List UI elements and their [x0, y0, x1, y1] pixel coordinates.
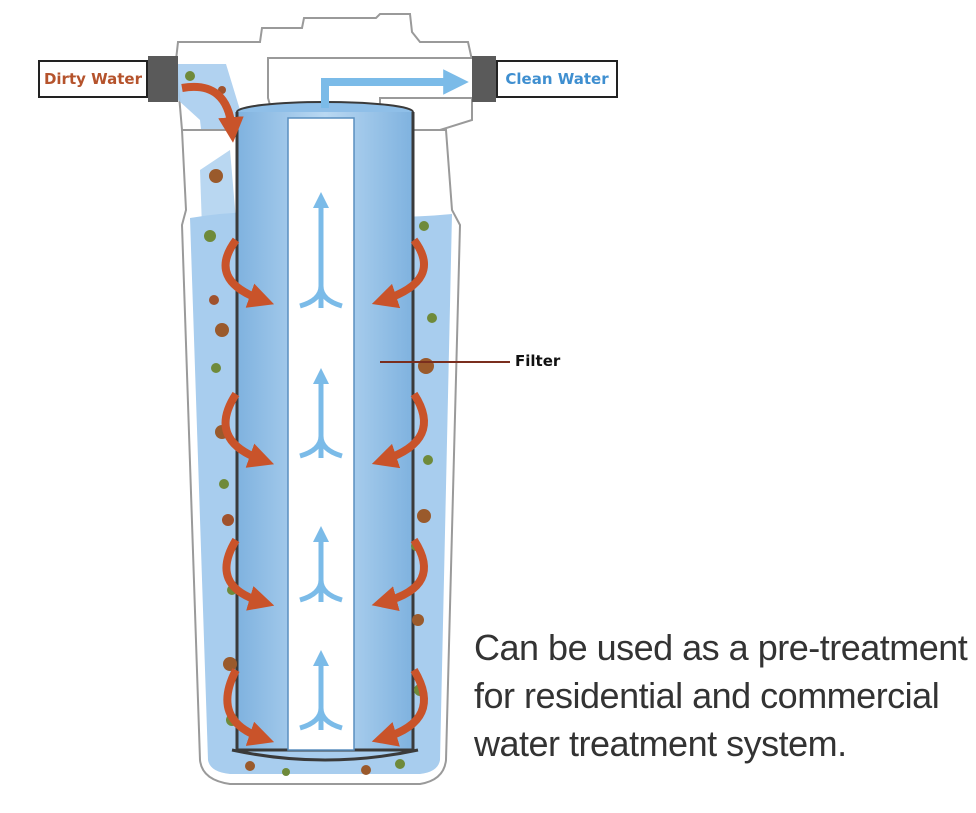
filter-head [174, 13, 475, 131]
dirty-water-text: Dirty Water [43, 70, 143, 88]
inlet-flow-arrow [181, 82, 244, 143]
outlet-flow-arrow [321, 69, 469, 108]
filter-cartridge [231, 101, 419, 762]
inlet-coupling [148, 56, 178, 102]
clean-upward-arrows [299, 191, 343, 731]
inward-flow-arrows-right [371, 237, 428, 747]
clean-water-label: Clean Water [496, 60, 618, 98]
filter-label: Filter [515, 352, 561, 370]
caption-line-1: Can be used as a pre-treatment [474, 627, 968, 668]
inward-flow-arrows-left [221, 237, 275, 746]
caption-line-2: for residential and commercial [474, 675, 940, 716]
clean-water-text: Clean Water [505, 70, 609, 88]
caption-line-3: water treatment system. [474, 723, 847, 764]
dirty-water-label: Dirty Water [38, 60, 148, 98]
caption: Can be used as a pre-treatment for resid… [474, 624, 974, 768]
outlet-coupling [472, 56, 496, 102]
